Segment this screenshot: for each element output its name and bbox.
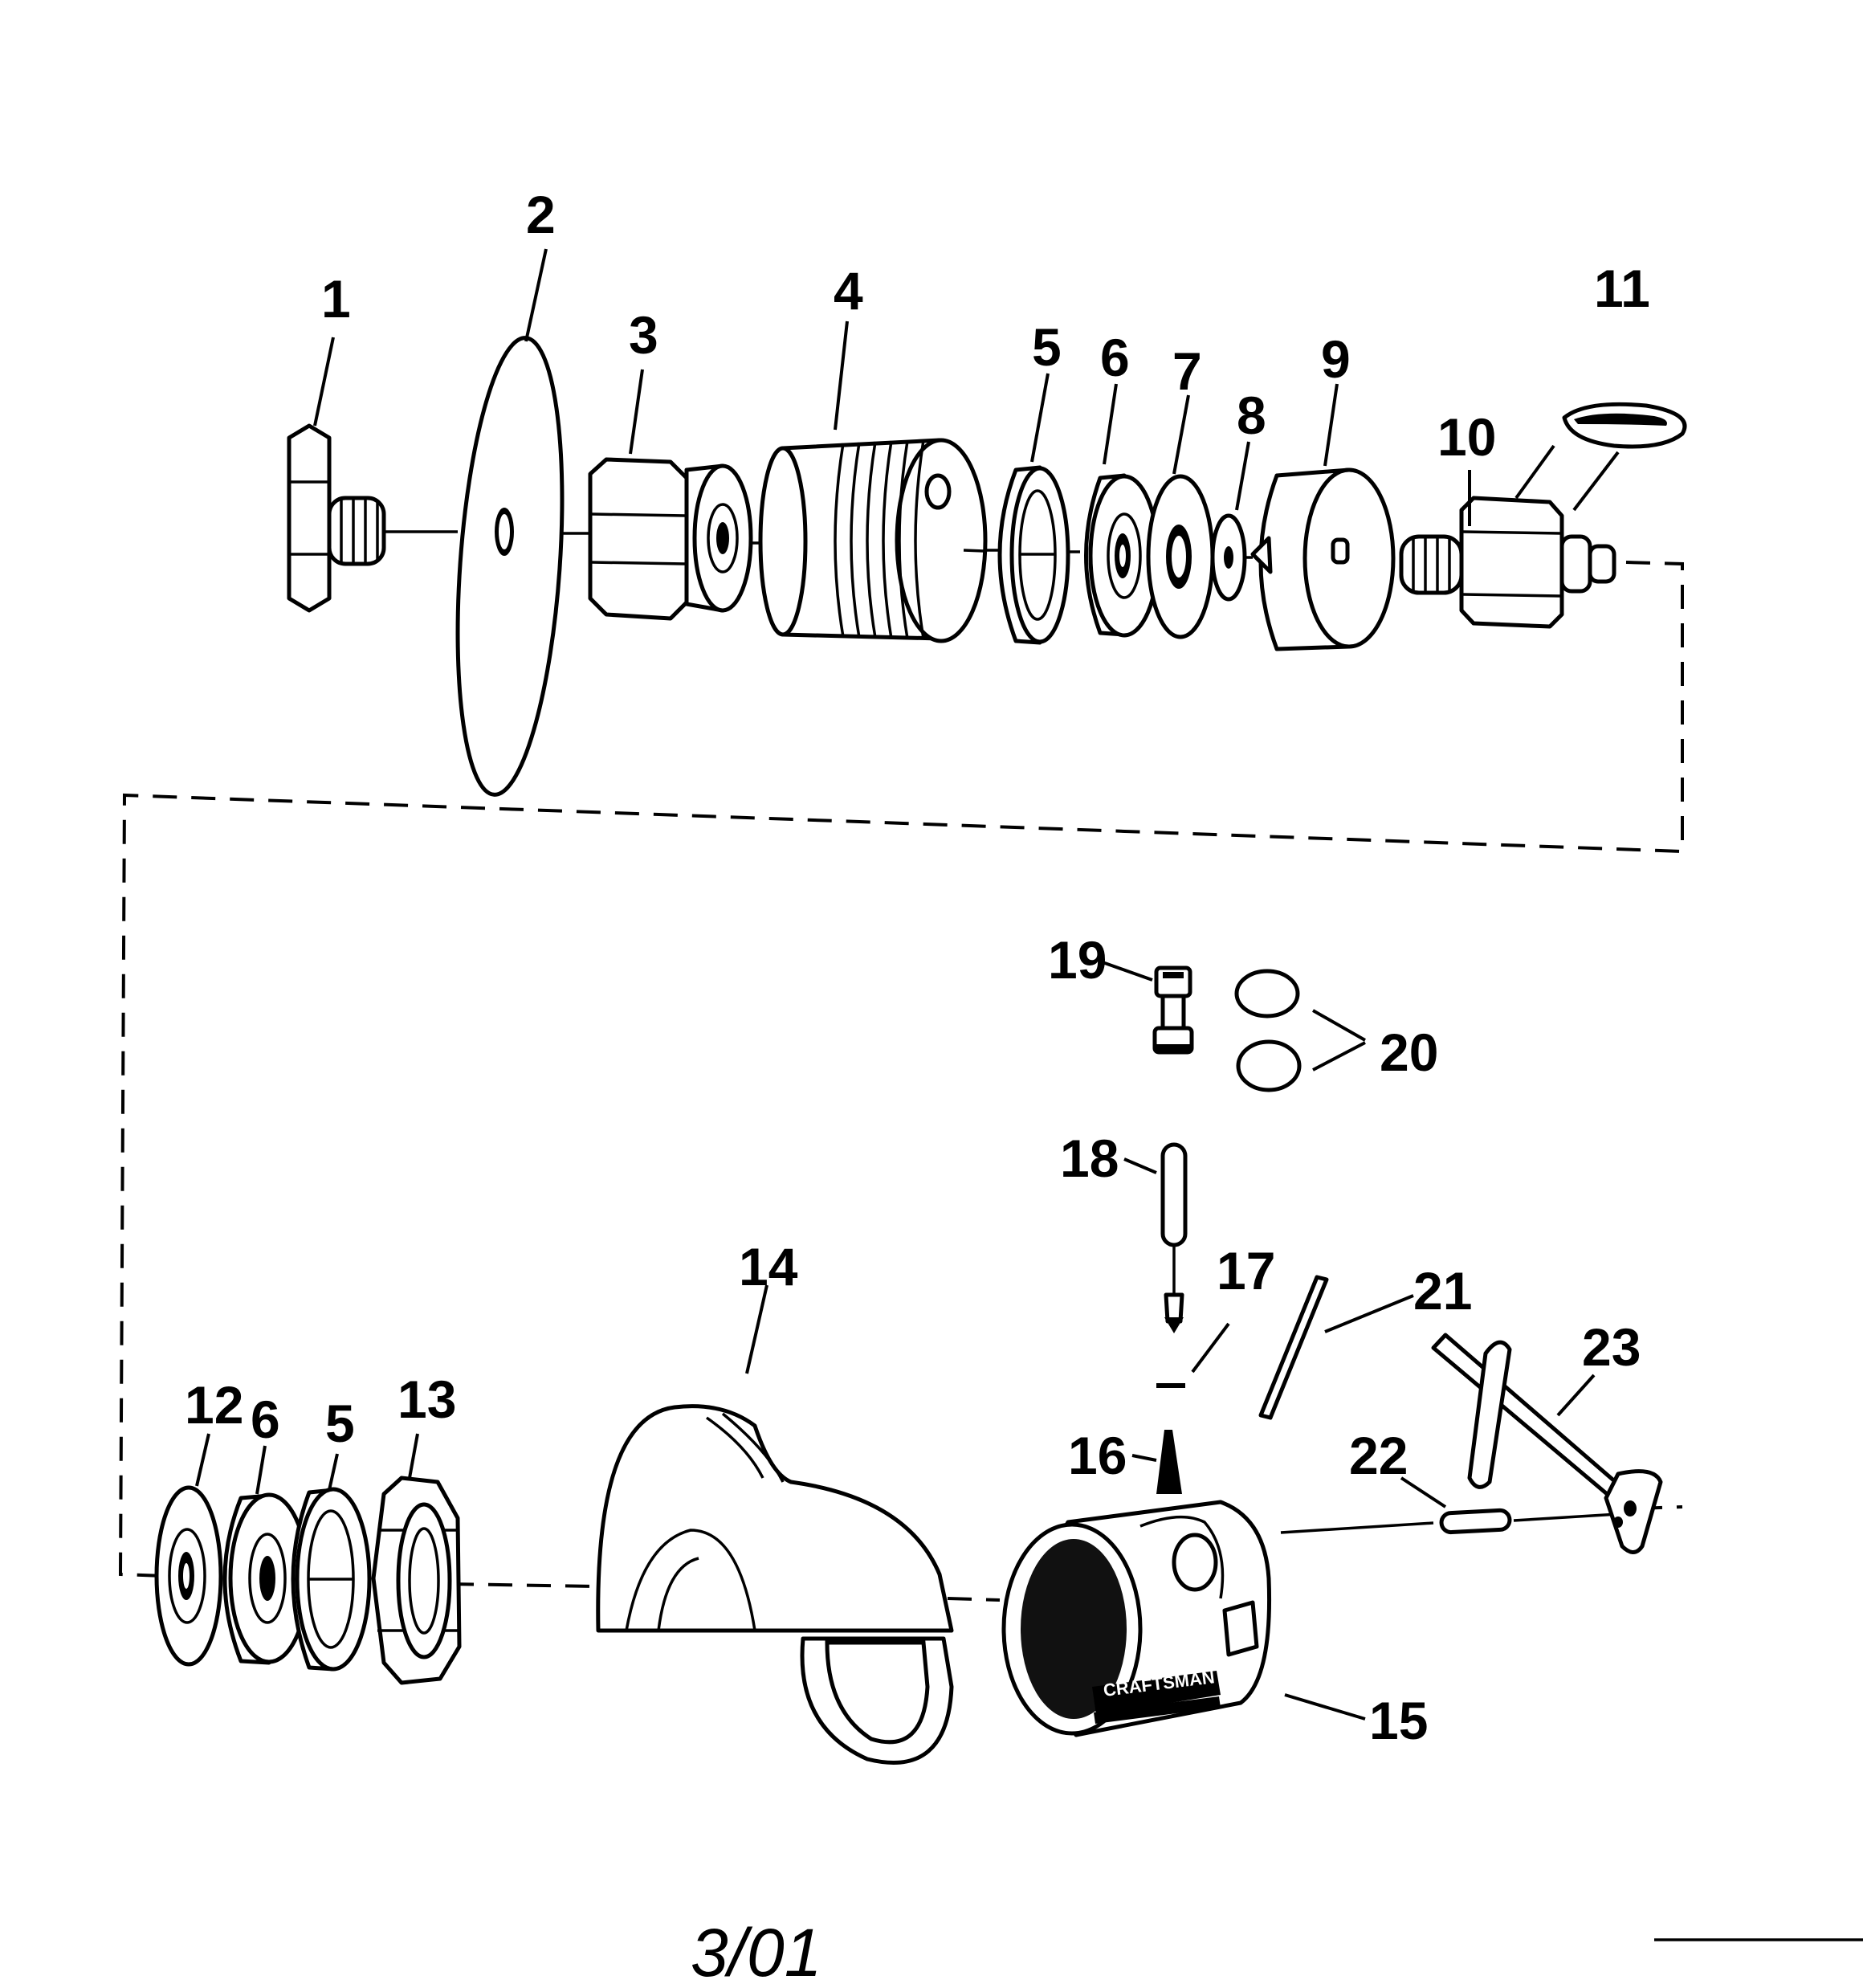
part-23-safety-lever [1431, 1333, 1663, 1554]
label-part-7: 7 [1172, 341, 1202, 401]
label-part-6-lower: 6 [251, 1390, 280, 1449]
part-13-jam-nut [371, 1476, 462, 1685]
label-part-17: 17 [1217, 1241, 1275, 1300]
label-part-9: 9 [1321, 329, 1351, 389]
label-part-3: 3 [629, 305, 658, 365]
label-part-23: 23 [1582, 1317, 1641, 1377]
part-number-labels: 1 2 3 4 5 6 7 8 9 10 11 12 6 5 13 14 15 … [185, 185, 1650, 1750]
label-part-5: 5 [1032, 317, 1062, 377]
part-16-pin [1156, 1430, 1182, 1494]
part-2-cutoff-wheel [455, 336, 565, 797]
part-6-bearing [1084, 473, 1160, 638]
part-22-trigger-pin [1439, 1508, 1512, 1535]
part-10-inlet-fitting [1399, 496, 1616, 629]
label-part-20: 20 [1380, 1023, 1438, 1082]
date-code: 3/01 [691, 1915, 822, 1988]
part-20-o-rings [1234, 969, 1302, 1092]
label-part-5-lower: 5 [325, 1394, 355, 1453]
label-part-15: 15 [1369, 1691, 1428, 1750]
label-part-10: 10 [1437, 407, 1496, 467]
label-part-11: 11 [1594, 259, 1650, 318]
part-12-washer [154, 1485, 223, 1667]
part-1-bolt [287, 423, 386, 613]
part-4-cylinder [758, 438, 988, 643]
part-18-valve-stem [1160, 1142, 1188, 1333]
label-part-16: 16 [1068, 1426, 1127, 1485]
label-part-2: 2 [526, 185, 556, 244]
part-3-flange-nut [588, 457, 753, 621]
part-5-retainer [997, 465, 1070, 645]
label-part-1: 1 [321, 269, 351, 329]
label-part-19: 19 [1048, 930, 1107, 990]
label-part-4: 4 [834, 261, 863, 320]
part-8-small-washer [1210, 513, 1247, 602]
part-6-bearing-lower [222, 1492, 310, 1665]
label-part-21: 21 [1413, 1261, 1472, 1321]
label-part-13: 13 [397, 1370, 456, 1429]
part-5-retainer-lower [291, 1487, 372, 1672]
connector-lines [118, 530, 1684, 1602]
label-part-14: 14 [739, 1237, 798, 1296]
label-part-22: 22 [1349, 1426, 1408, 1485]
part-19-valve-plug [1152, 965, 1194, 1055]
part-17-seal [1156, 1383, 1185, 1388]
label-part-18: 18 [1060, 1129, 1119, 1188]
label-part-6: 6 [1100, 328, 1130, 387]
part-9-end-cap [1250, 467, 1396, 651]
label-part-12: 12 [185, 1375, 243, 1435]
part-15-housing: CRAFTSMAN [1001, 1500, 1272, 1737]
label-part-8: 8 [1237, 386, 1266, 445]
part-14-wheel-guard [596, 1404, 954, 1765]
part-21-roll-pin [1258, 1275, 1329, 1420]
leader-lines [195, 248, 1620, 1721]
part-11-cap [1562, 402, 1687, 449]
part-7-washer [1146, 474, 1215, 639]
